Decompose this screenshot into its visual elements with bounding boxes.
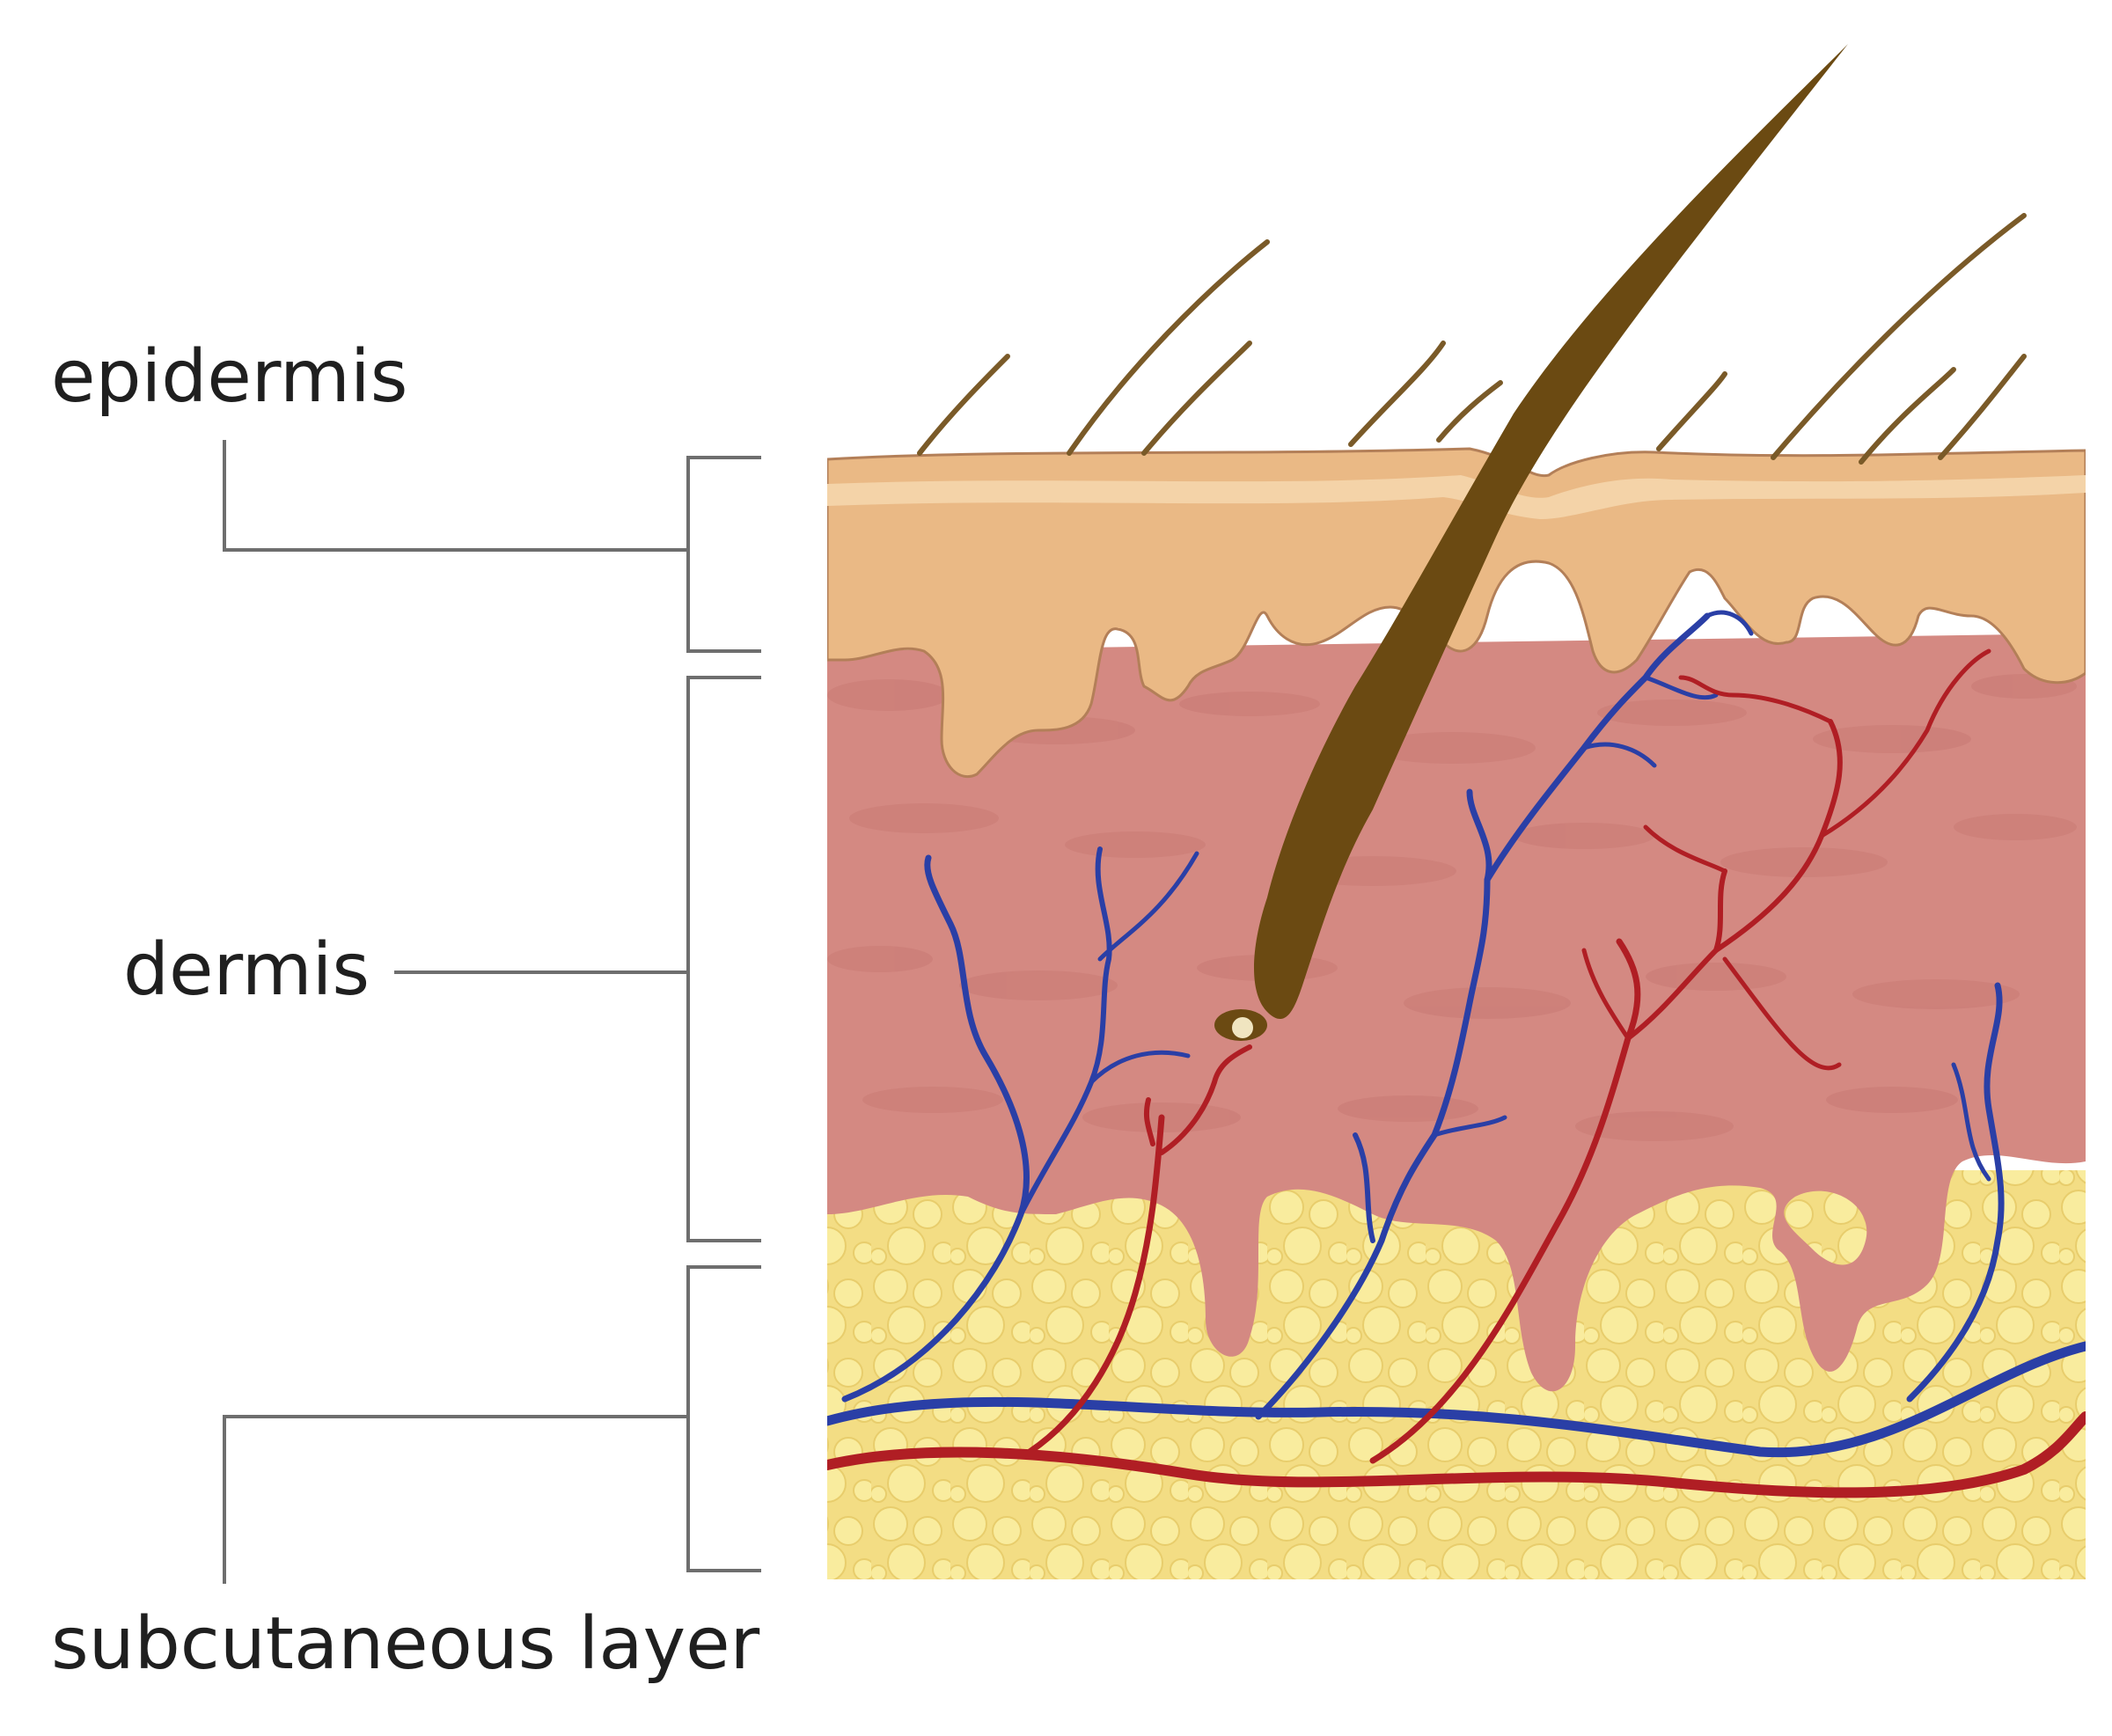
label-subcutaneous-layer: subcutaneous layer <box>51 1602 760 1686</box>
hair-follicle <box>1214 44 1848 1041</box>
veins <box>827 610 2086 1458</box>
arteries <box>827 648 2086 1498</box>
bracket-subcutaneous <box>686 1265 761 1572</box>
leader-line-subcutaneous <box>223 1415 688 1584</box>
leader-line-epidermis <box>223 440 688 552</box>
dermis-layer <box>827 634 2086 1392</box>
bracket-epidermis <box>686 456 761 653</box>
surface-hairs <box>917 213 2027 465</box>
label-dermis: dermis <box>123 928 370 1012</box>
label-epidermis: epidermis <box>51 335 408 419</box>
bracket-dermis <box>686 676 761 1242</box>
